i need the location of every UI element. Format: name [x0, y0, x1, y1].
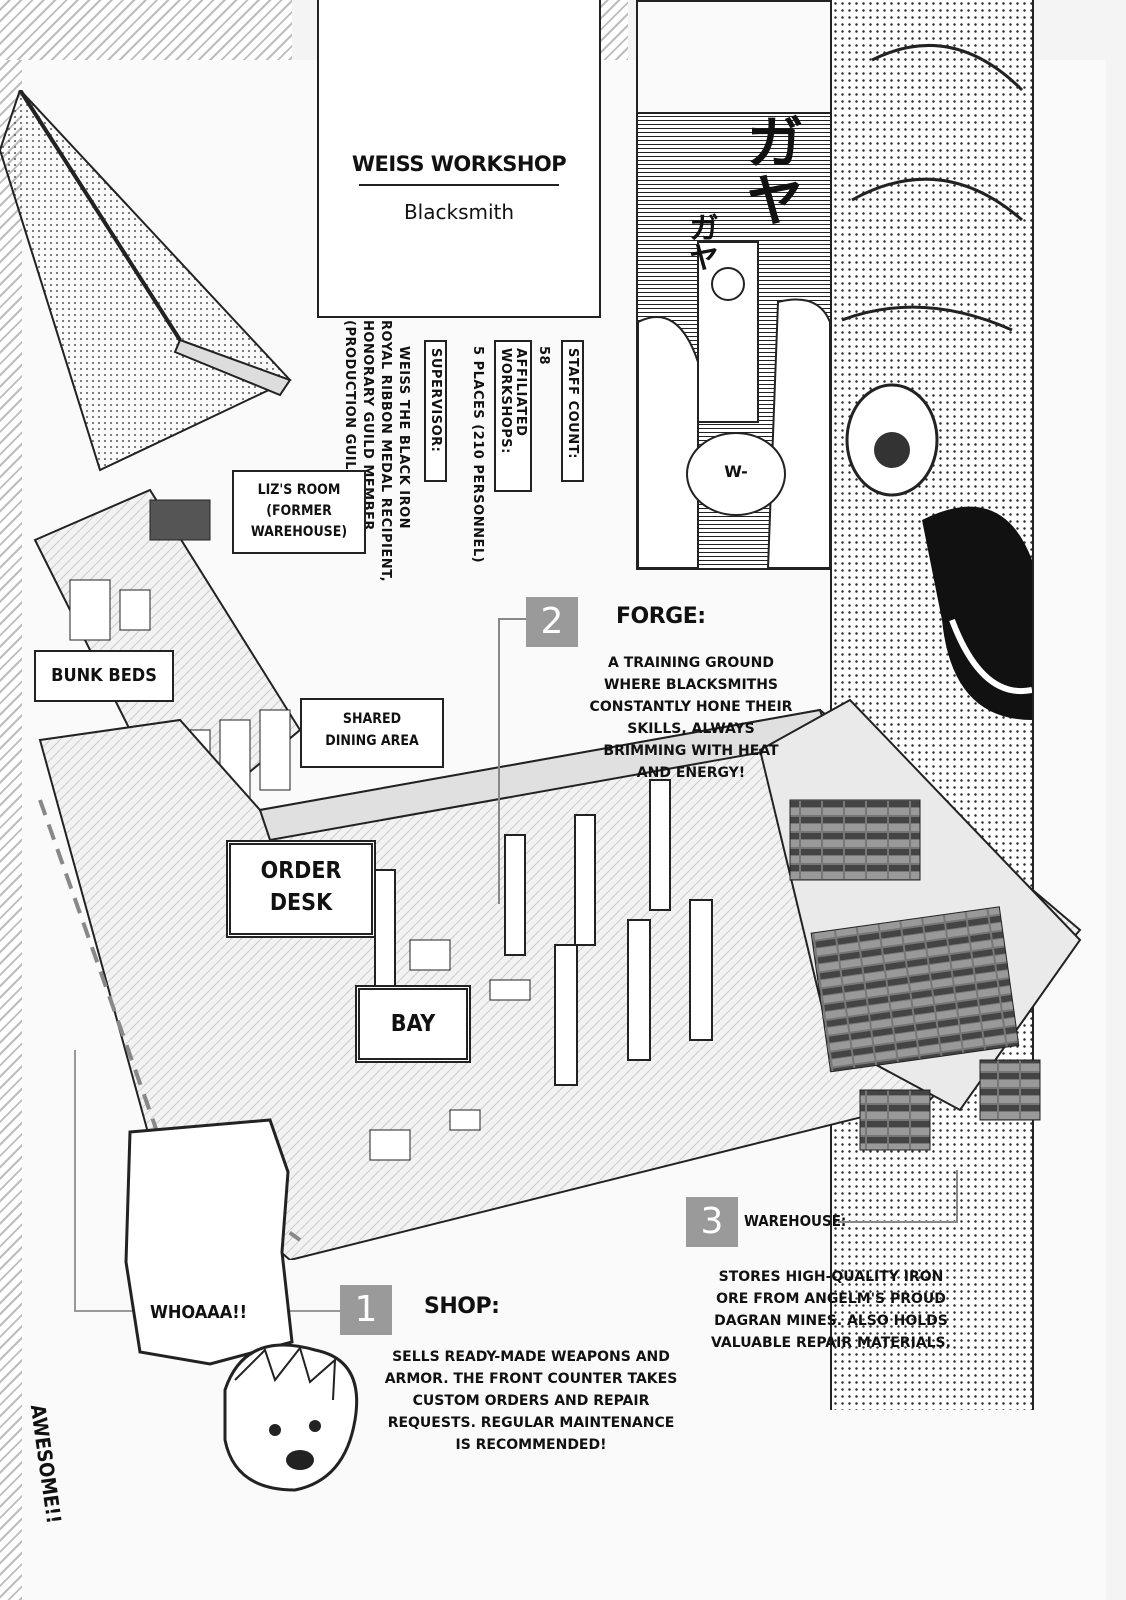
shop-leader-line [74, 1050, 76, 1312]
bunk-beds-label: BUNK BEDS [51, 665, 157, 686]
order-desk-label: ORDER DESK [260, 858, 342, 916]
liz-room-callout: LIZ'S ROOM (FORMER WAREHOUSE) [232, 470, 366, 554]
forge-leader-line-v [498, 618, 500, 904]
supervisor-value-1: WEISS THE BLACK IRON [396, 346, 411, 530]
warehouse-leader-line-v [956, 1170, 958, 1222]
affiliated-label: AFFILIATED WORKSHOPS: [494, 340, 532, 492]
dining-callout: SHARED DINING AREA [300, 698, 444, 768]
roof-illustration [0, 90, 292, 472]
forge-number: 2 [526, 597, 578, 647]
top-border-hatch [0, 0, 292, 60]
forge-description: A TRAINING GROUND WHERE BLACKSMITHS CONS… [589, 655, 793, 781]
chibi-character [223, 1343, 359, 1492]
face-sketch [841, 43, 1032, 720]
warehouse-title: WAREHOUSE: [744, 1212, 847, 1230]
whoaaa-text: WHOAAA!! [150, 1302, 248, 1323]
staff-count-value: 58 [536, 346, 551, 366]
liz-room-label: LIZ'S ROOM (FORMER WAREHOUSE) [250, 482, 348, 540]
shop-title: SHOP: [424, 1294, 500, 1319]
character-face-panel [830, 0, 1034, 1410]
shop-number: 1 [340, 1285, 392, 1335]
bay-label: BAY [390, 1011, 436, 1037]
sfx-gaya-2: ガヤ [683, 212, 718, 272]
forge-leader-line [498, 618, 526, 620]
warehouse-number: 3 [686, 1197, 738, 1247]
bunk-beds-callout: BUNK BEDS [34, 650, 174, 702]
speech-text-w: W- [724, 462, 748, 481]
workshop-type: Blacksmith [403, 200, 515, 224]
crowd-panel: ガヤ ガヤ W- [636, 0, 832, 570]
bay-callout: BAY [355, 985, 471, 1063]
whoaaa-bubble-shape [124, 1118, 294, 1366]
order-desk-callout: ORDER DESK [226, 840, 376, 938]
staff-count-label: STAFF COUNT: [561, 340, 584, 482]
top-border-hatch-right [598, 0, 628, 60]
warehouse-description: STORES HIGH-QUALITY IRON ORE FROM ANGELM… [711, 1269, 951, 1351]
supervisor-label: SUPERVISOR: [424, 340, 447, 482]
sfx-gaya-1: ガヤ [736, 112, 804, 228]
speech-bubble-w: W- [686, 432, 786, 516]
affiliated-value: 5 PLACES (210 PERSONNEL) [470, 346, 485, 564]
warehouse-leader-line [838, 1221, 958, 1223]
supervisor-value-4: (PRODUCTION GUILD) [342, 320, 357, 488]
supervisor-value-2: ROYAL RIBBON MEDAL RECIPIENT, [378, 320, 393, 583]
dining-label: SHARED DINING AREA [325, 711, 419, 749]
left-border-hatch [0, 60, 22, 1600]
title-box: WEISS WORKSHOP Blacksmith [317, 0, 601, 318]
shop-description: SELLS READY-MADE WEAPONS AND ARMOR. THE … [384, 1349, 678, 1453]
forge-title: FORGE: [616, 604, 706, 629]
workshop-name: WEISS WORKSHOP [351, 152, 567, 176]
